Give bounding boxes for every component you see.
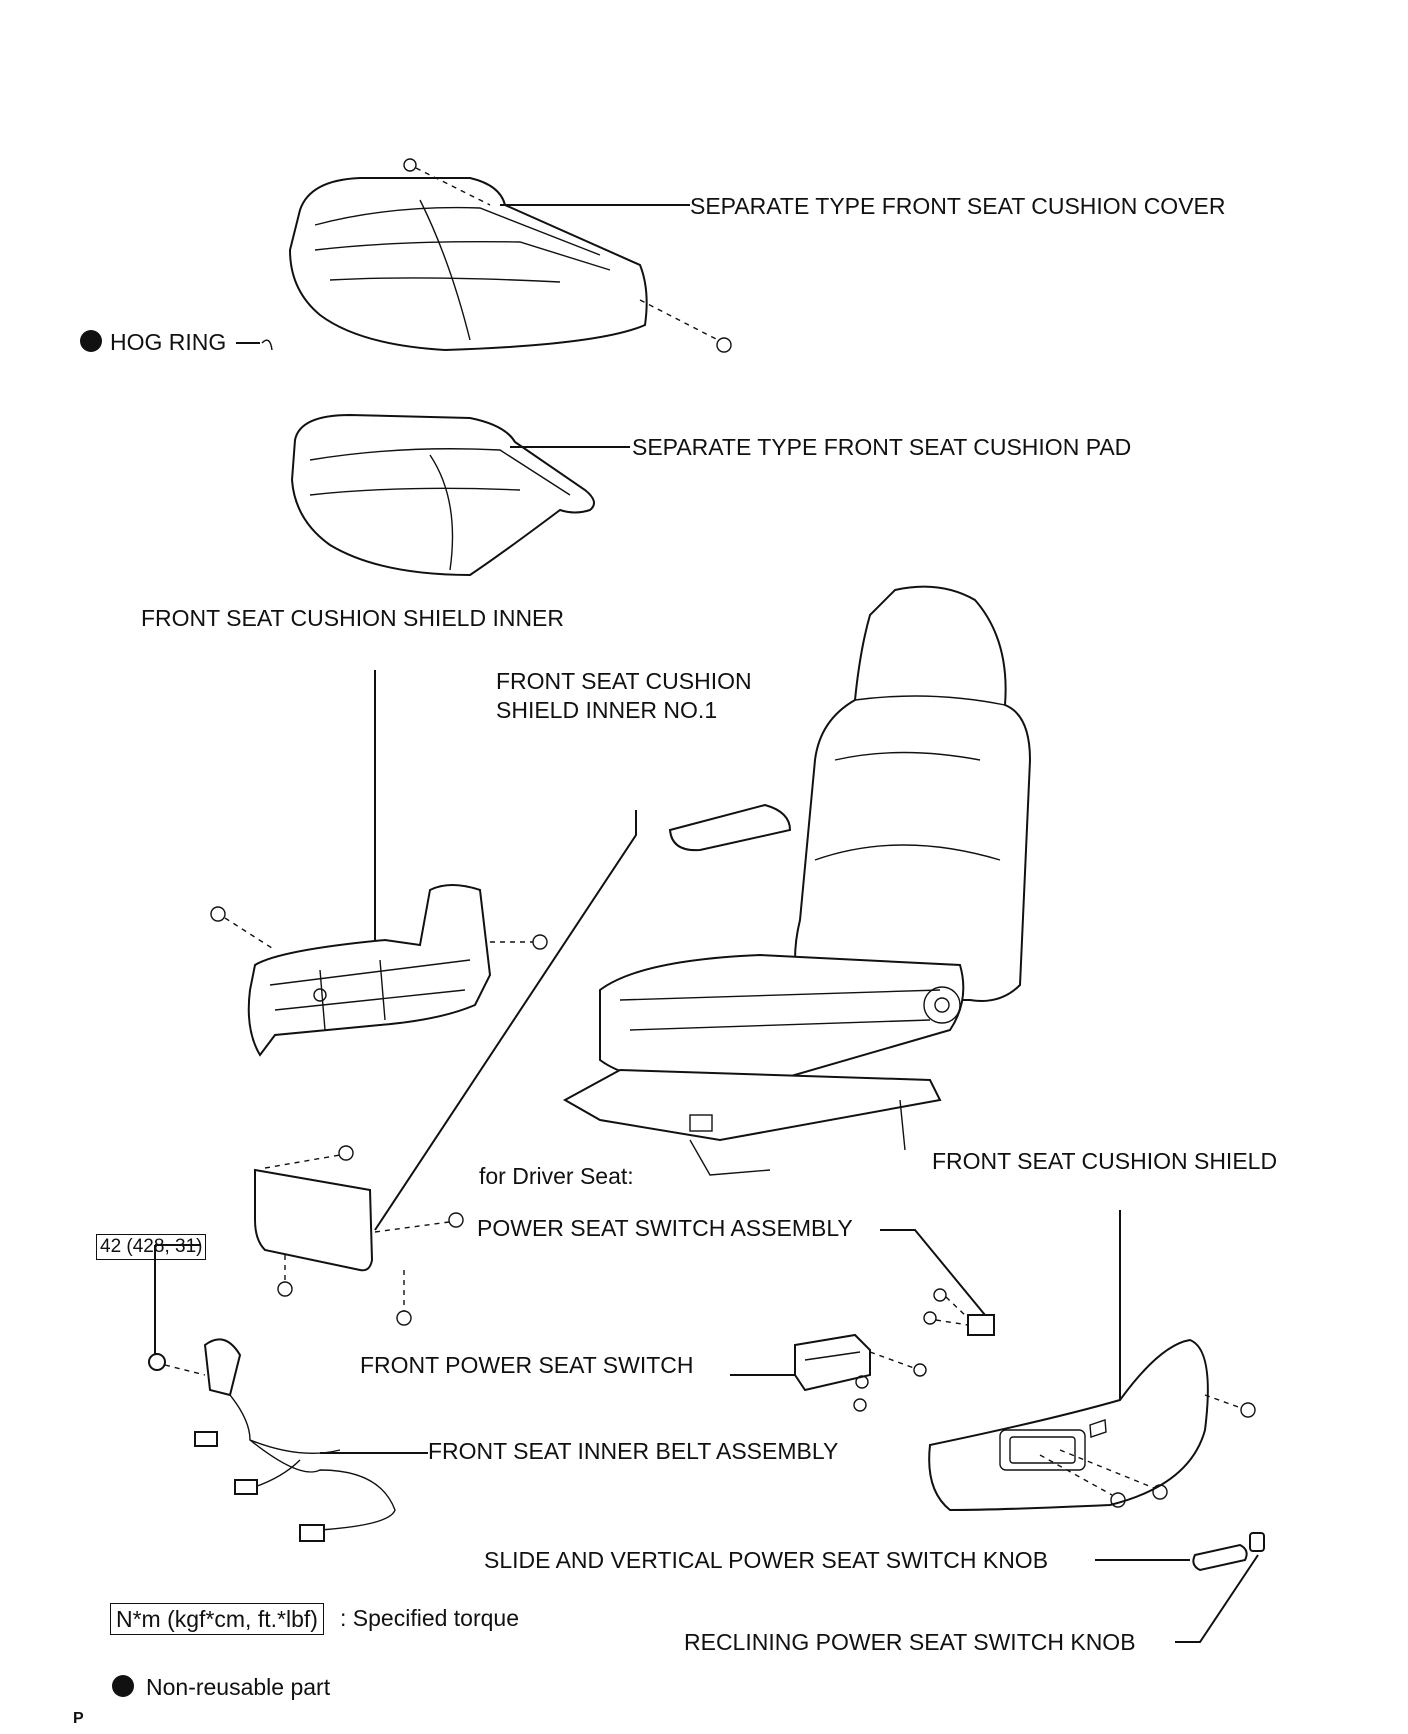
torque-spec-box: 42 (428, 31) (96, 1234, 207, 1260)
power-seat-switch-assembly-drawing (880, 1229, 995, 1336)
hog-ring-symbol (261, 339, 273, 351)
seat-assembly-drawing (562, 585, 1032, 1176)
label-for-driver-seat: for Driver Seat: (479, 1163, 634, 1189)
shield-inner-drawing (210, 670, 548, 1057)
label-shield-inner: FRONT SEAT CUSHION SHIELD INNER (141, 605, 565, 631)
knobs-drawing (1095, 1532, 1265, 1643)
label-cushion-shield: FRONT SEAT CUSHION SHIELD (932, 1148, 1278, 1174)
legend-torque-box: N*m (kgf*cm, ft.*lbf) (110, 1603, 324, 1635)
label-cushion-cover: SEPARATE TYPE FRONT SEAT CUSHION COVER (690, 193, 1226, 219)
legend-nonreusable-icon (112, 1675, 134, 1697)
nonreusable-mark-icon (80, 330, 102, 352)
label-shield-inner-no1-line1: FRONT SEAT CUSHION (496, 668, 752, 694)
label-hog-ring: HOG RING (110, 329, 227, 355)
front-power-seat-switch-drawing (730, 1333, 927, 1412)
cushion-shield-drawing (928, 1210, 1256, 1512)
legend-torque-text: : Specified torque (340, 1605, 520, 1631)
seat-cushion-cover-drawing (288, 158, 732, 353)
label-front-power-seat-switch: FRONT POWER SEAT SWITCH (360, 1352, 694, 1378)
label-slide-vertical-knob: SLIDE AND VERTICAL POWER SEAT SWITCH KNO… (484, 1547, 1049, 1573)
label-shield-inner-no1-line2: SHIELD INNER NO.1 (496, 697, 718, 723)
label-inner-belt-assembly: FRONT SEAT INNER BELT ASSEMBLY (428, 1438, 839, 1464)
inner-belt-drawing (148, 1244, 428, 1542)
label-power-seat-switch-assembly: POWER SEAT SWITCH ASSEMBLY (477, 1215, 853, 1241)
footer-mark: P (73, 1710, 84, 1727)
label-cushion-pad: SEPARATE TYPE FRONT SEAT CUSHION PAD (632, 434, 1132, 460)
shield-inner-no1-drawing (254, 810, 637, 1326)
label-reclining-knob: RECLINING POWER SEAT SWITCH KNOB (684, 1629, 1136, 1655)
seat-cushion-pad-drawing (290, 413, 630, 577)
legend-nonreusable-text: Non-reusable part (146, 1674, 331, 1700)
